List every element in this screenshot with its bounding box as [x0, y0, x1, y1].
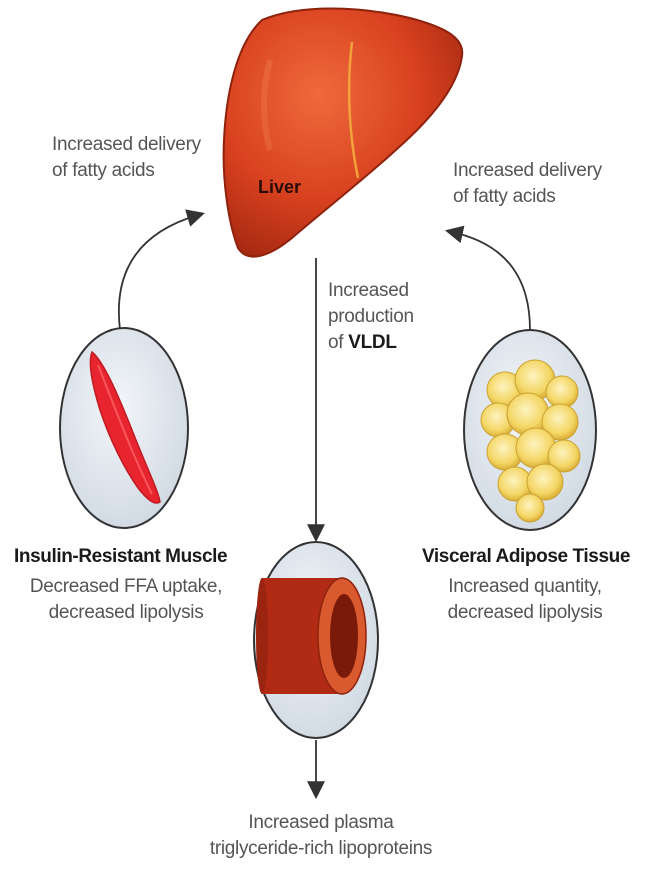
adipose-title: Visceral Adipose Tissue — [422, 546, 630, 568]
arrow-adipose-to-liver — [452, 232, 530, 330]
liver-organ — [224, 9, 463, 257]
liver-label: Liver — [258, 177, 301, 198]
adipose-line2: decreased lipolysis — [410, 600, 640, 626]
vldl-line3-bold: VLDL — [348, 332, 396, 353]
vldl-line3: of VLDL — [328, 330, 448, 356]
muscle-line1: Decreased FFA uptake, — [6, 574, 246, 600]
plasma-line1: Increased plasma — [196, 810, 446, 836]
vldl-line3-prefix: of — [328, 332, 343, 353]
right-delivery-label: Increased delivery of fatty acids — [453, 158, 643, 210]
plasma-label: Increased plasma triglyceride-rich lipop… — [196, 810, 446, 862]
muscle-circle — [60, 328, 188, 528]
right-delivery-line1: Increased delivery — [453, 158, 643, 184]
arrow-muscle-to-liver — [119, 215, 198, 330]
left-delivery-line1: Increased delivery — [52, 132, 242, 158]
right-delivery-line2: of fatty acids — [453, 184, 643, 210]
left-delivery-label: Increased delivery of fatty acids — [52, 132, 242, 184]
vldl-line2: production — [328, 304, 448, 330]
adipose-line1: Increased quantity, — [410, 574, 640, 600]
muscle-line2: decreased lipolysis — [6, 600, 246, 626]
muscle-description: Decreased FFA uptake, decreased lipolysi… — [6, 574, 246, 626]
vessel-circle — [254, 542, 378, 738]
adipose-circle — [464, 330, 596, 530]
left-delivery-line2: of fatty acids — [52, 158, 242, 184]
plasma-line2: triglyceride-rich lipoproteins — [196, 836, 446, 862]
adipose-description: Increased quantity, decreased lipolysis — [410, 574, 640, 626]
vldl-label: Increased production of VLDL — [328, 278, 448, 356]
vldl-line1: Increased — [328, 278, 448, 304]
muscle-title: Insulin-Resistant Muscle — [14, 546, 227, 568]
